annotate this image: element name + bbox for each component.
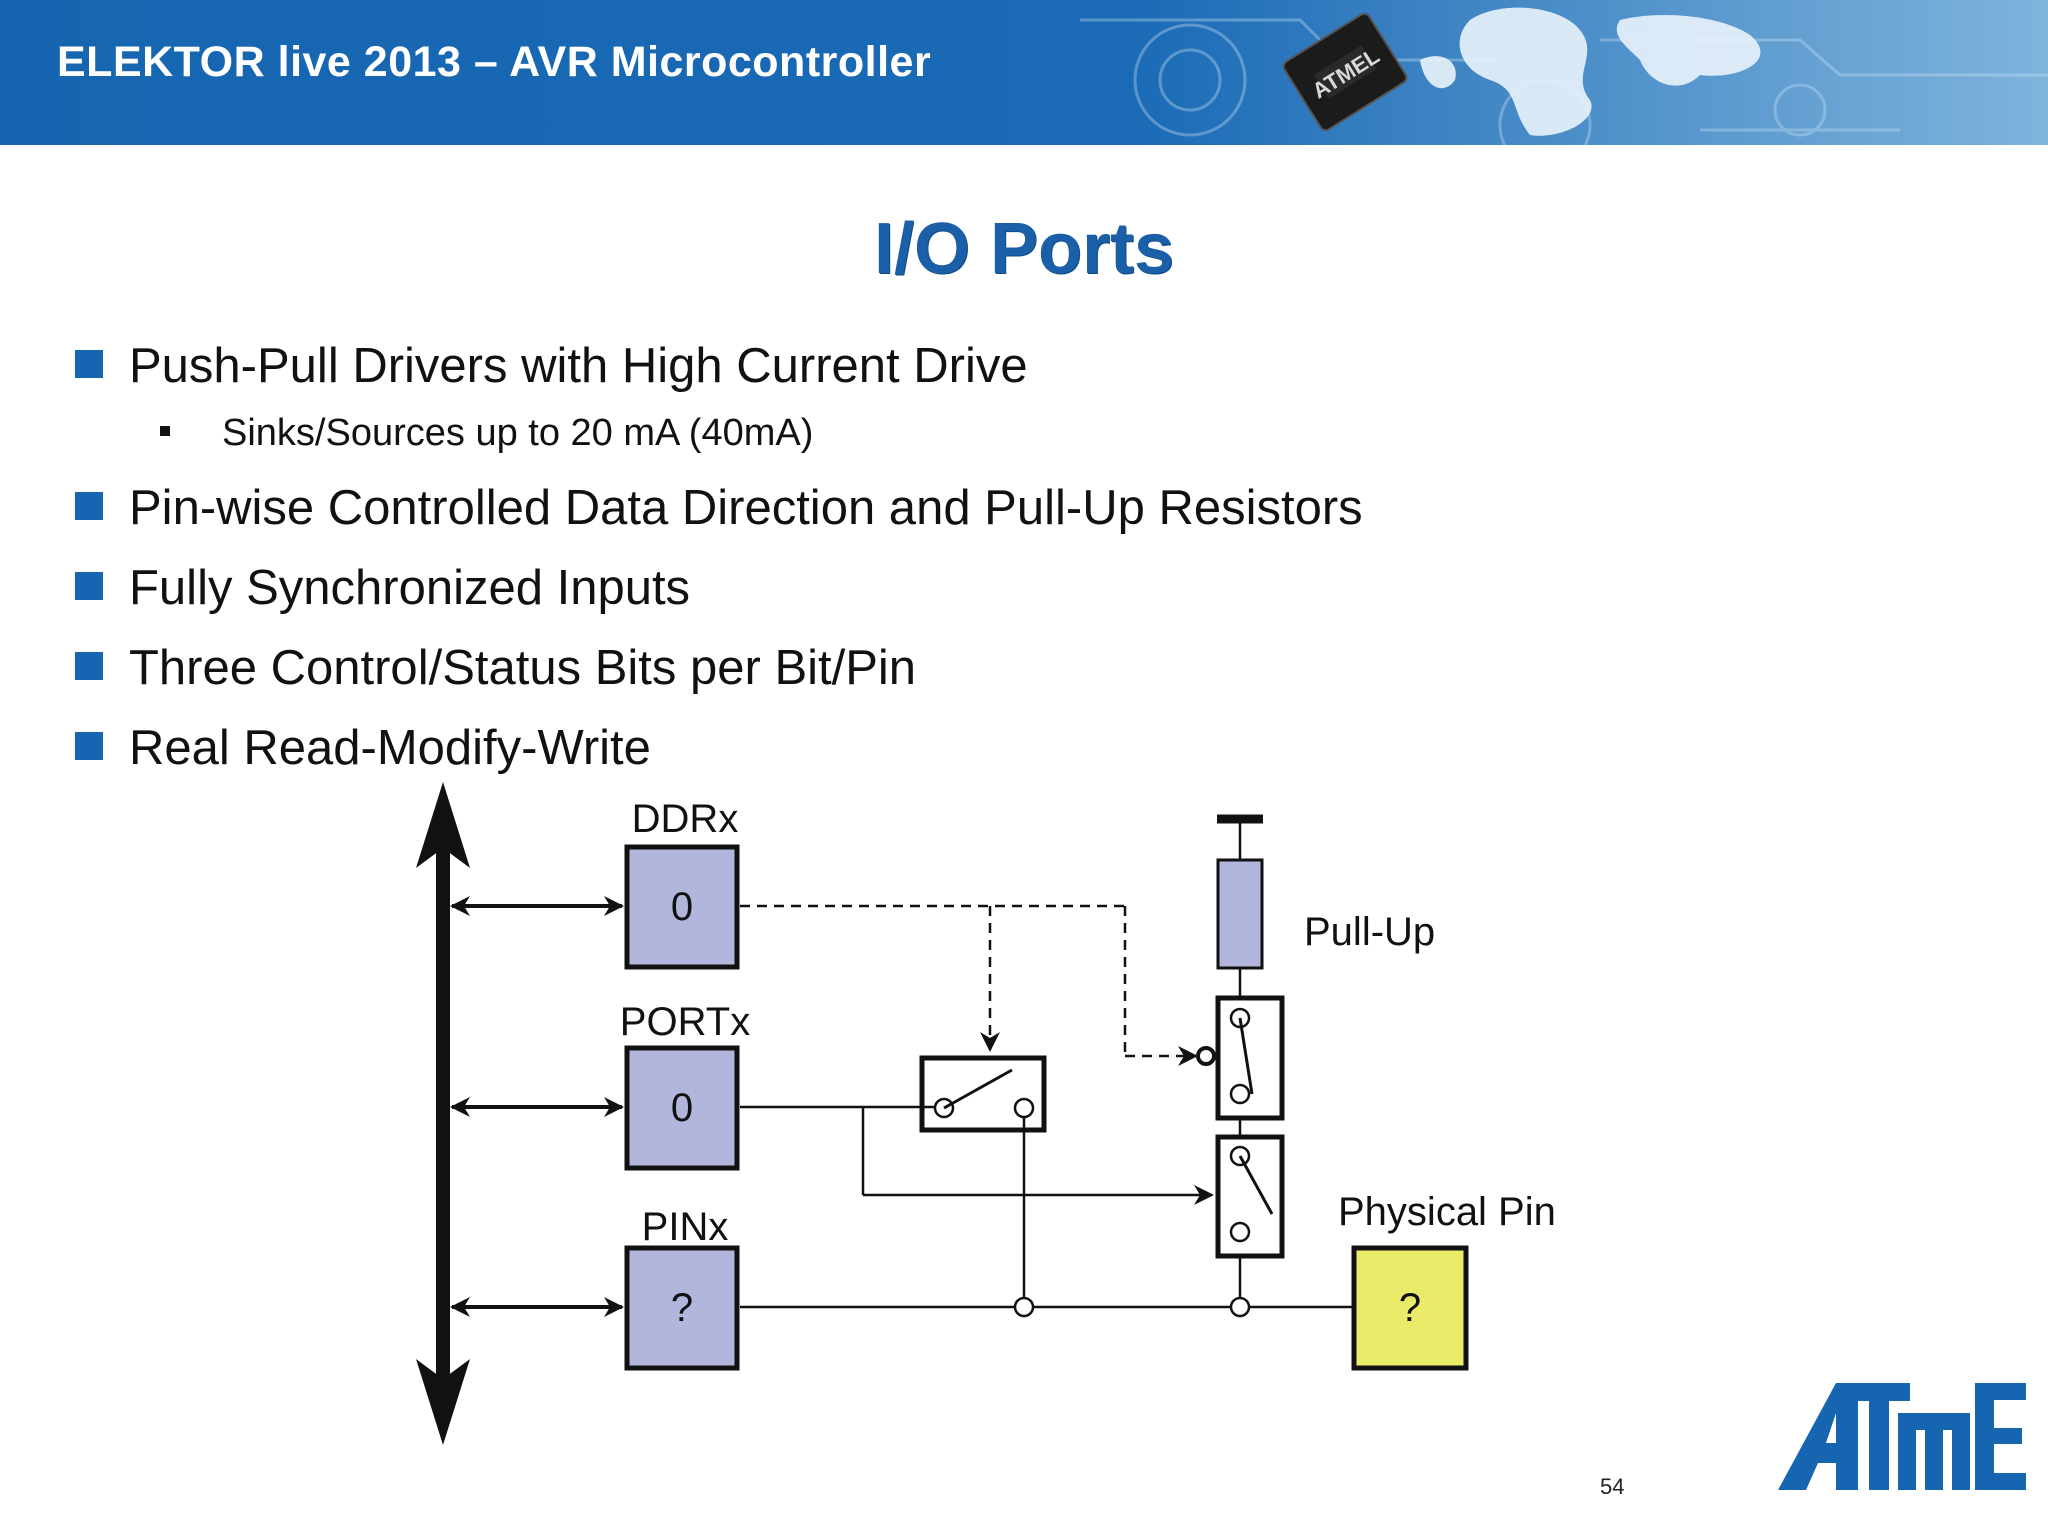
bullet-square-icon — [75, 350, 103, 379]
bullet-square-icon — [75, 732, 103, 761]
physical-pin: Physical Pin ? — [1338, 1190, 1556, 1371]
page-number: 54 — [1600, 1474, 1625, 1499]
register-pinx: PINx ? — [624, 1205, 740, 1371]
output-switch — [919, 1055, 1047, 1133]
register-ddrx: DDRx 0 — [624, 797, 740, 970]
sub-bullet-text: Sinks/Sources up to 20 mA (40mA) — [222, 412, 814, 454]
bullet-item: Real Read-Modify-Write — [75, 720, 651, 776]
pin-enable-switch — [1215, 1134, 1285, 1259]
bullet-text: Push-Pull Drivers with High Current Driv… — [129, 339, 1028, 393]
bullet-item: Three Control/Status Bits per Bit/Pin — [75, 640, 916, 696]
header-banner: ATMEL ELEKTOR live 2013 – AVR Microcontr… — [0, 0, 2048, 145]
registered-mark: ® — [2016, 1477, 2027, 1493]
header-title: ELEKTOR live 2013 – AVR Microcontroller — [57, 38, 932, 86]
bullet-square-icon — [75, 652, 103, 681]
register-value: 0 — [671, 1086, 693, 1130]
bullet-text: Fully Synchronized Inputs — [129, 561, 691, 615]
sub-bullet-square-icon — [160, 425, 170, 436]
bullet-text: Pin-wise Controlled Data Direction and P… — [129, 481, 1363, 535]
physical-pin-value: ? — [1399, 1286, 1421, 1330]
bullet-text: Three Control/Status Bits per Bit/Pin — [129, 641, 917, 695]
register-value: 0 — [671, 885, 693, 929]
bullet-item: Pin-wise Controlled Data Direction and P… — [75, 480, 1363, 536]
register-label: PORTx — [620, 1000, 750, 1044]
data-bus — [416, 782, 470, 1445]
register-portx: PORTx 0 — [620, 1000, 750, 1171]
pullup-label: Pull-Up — [1304, 910, 1435, 954]
solid-wiring — [740, 821, 1354, 1309]
register-label: DDRx — [632, 797, 739, 841]
junction-nodes — [1013, 1296, 1251, 1318]
header-background-graphic: ATMEL — [0, 0, 2048, 145]
pullup-switch — [1196, 995, 1285, 1121]
atmel-logo: ® — [1778, 1383, 2027, 1493]
bullet-square-icon — [75, 492, 103, 521]
bullet-item: Push-Pull Drivers with High Current Driv… — [75, 338, 1028, 394]
slide-title: I/O Ports — [873, 209, 1175, 289]
bus-register-arrows — [450, 896, 624, 1317]
register-label: PINx — [642, 1205, 729, 1249]
register-value: ? — [671, 1286, 693, 1330]
bullet-item: Fully Synchronized Inputs — [75, 560, 690, 616]
bullet-text: Real Read-Modify-Write — [129, 721, 651, 775]
ddr-control-lines — [740, 904, 1198, 1066]
pullup-resistor — [1216, 858, 1264, 970]
sub-bullet-item: Sinks/Sources up to 20 mA (40mA) — [160, 412, 813, 455]
bullet-square-icon — [75, 572, 103, 601]
physical-pin-label: Physical Pin — [1338, 1190, 1556, 1234]
